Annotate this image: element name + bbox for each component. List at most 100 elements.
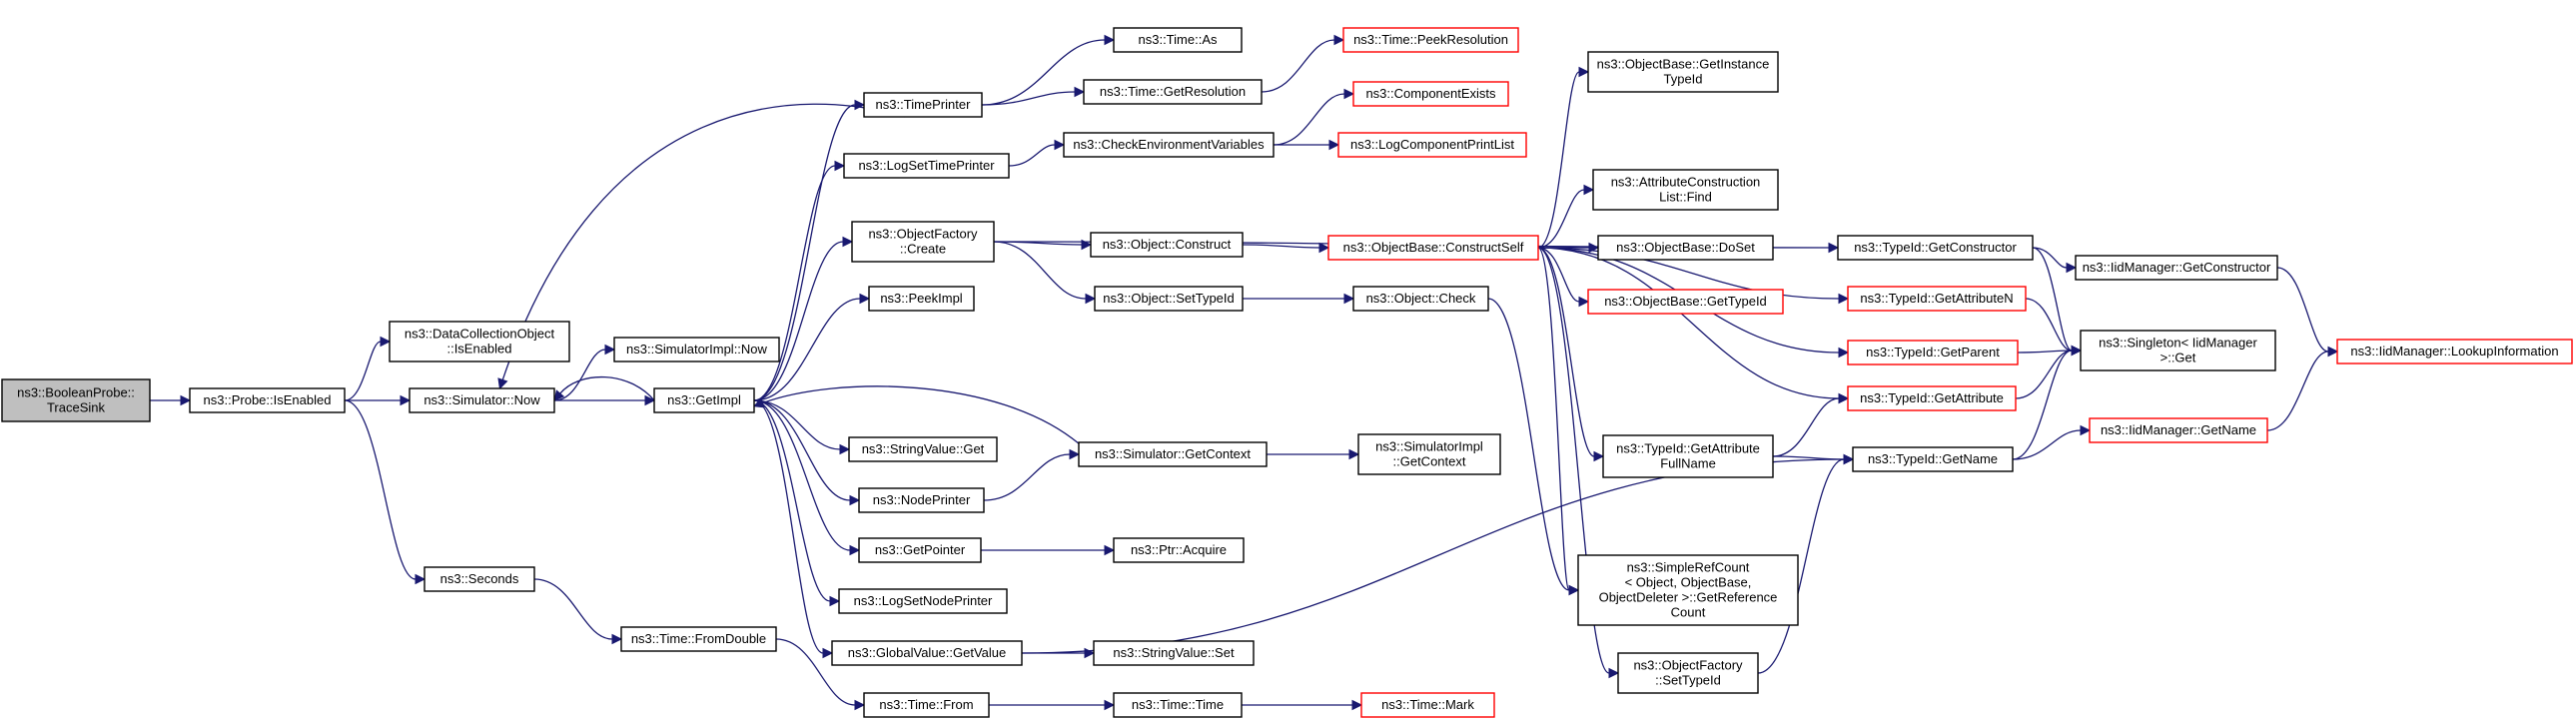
edge-getimpl-to-globalvalue_getvalue — [753, 399, 834, 659]
node-label: ns3::Time::Mark — [1381, 697, 1474, 712]
edge-line — [2012, 350, 2073, 460]
node-getimpl[interactable]: ns3::GetImpl — [653, 387, 755, 413]
node-simimpl_getcontext[interactable]: ns3::SimulatorImpl::GetContext — [1357, 433, 1501, 475]
node-peekimpl[interactable]: ns3::PeekImpl — [868, 286, 975, 312]
edge-seconds-to-time_fromdouble — [533, 578, 623, 645]
arrowhead-icon — [1104, 544, 1116, 556]
node-label: ns3::Time::FromDouble — [631, 631, 766, 646]
node-obj_settypeid[interactable]: ns3::Object::SetTypeId — [1094, 286, 1244, 312]
node-time_time[interactable]: ns3::Time::Time — [1113, 692, 1243, 718]
edge-line — [533, 578, 613, 640]
edge-line — [753, 104, 856, 401]
node-typeid_getattribute[interactable]: ns3::TypeId::GetAttribute — [1847, 385, 2017, 411]
node-time_fromdouble[interactable]: ns3::Time::FromDouble — [620, 626, 777, 652]
node-seconds[interactable]: ns3::Seconds — [424, 566, 535, 592]
node-probe_isenabled[interactable]: ns3::Probe::IsEnabled — [189, 387, 346, 413]
edge-time_from-to-time_time — [989, 699, 1116, 711]
node-simimpl_now[interactable]: ns3::SimulatorImpl::Now — [613, 337, 780, 362]
node-time_from[interactable]: ns3::Time::From — [863, 692, 990, 718]
node-logsettimeprinter[interactable]: ns3::LogSetTimePrinter — [843, 153, 1010, 179]
arrowhead-icon — [854, 699, 866, 711]
node-box — [1093, 640, 1255, 666]
node-label: ns3::TypeId::GetName — [1868, 451, 1998, 466]
node-iidmgr_lookupinfo[interactable]: ns3::IidManager::LookupInformation — [2336, 339, 2573, 364]
node-label: ::IsEnabled — [446, 342, 511, 357]
node-logsetnodeprinter[interactable]: ns3::LogSetNodePrinter — [838, 588, 1008, 614]
node-time_getres[interactable]: ns3::Time::GetResolution — [1083, 79, 1263, 105]
edge-line — [981, 91, 1076, 106]
edge-ob_constructself-to-typeid_getattrfullname — [1537, 247, 1605, 462]
node-getpointer[interactable]: ns3::GetPointer — [858, 537, 982, 563]
arrowhead-icon — [1593, 450, 1605, 462]
node-ob_doset[interactable]: ns3::ObjectBase::DoSet — [1597, 235, 1774, 261]
edge-ob_constructself-to-objfactory_settypeid — [1537, 247, 1620, 679]
node-obj_check[interactable]: ns3::Object::Check — [1352, 286, 1489, 312]
node-box — [189, 387, 346, 413]
arrowhead-icon — [415, 573, 427, 585]
node-sim_getcontext[interactable]: ns3::Simulator::GetContext — [1078, 441, 1268, 467]
node-label: ns3::Time::GetResolution — [1100, 84, 1246, 99]
node-label: ns3::LogComponentPrintList — [1350, 137, 1514, 152]
edge-line — [501, 103, 906, 380]
node-typeid_getparent[interactable]: ns3::TypeId::GetParent — [1847, 340, 2019, 365]
node-singleton_get[interactable]: ns3::Singleton< IidManager >::Get — [2080, 330, 2276, 371]
node-label: ns3::IidManager::LookupInformation — [2350, 344, 2558, 359]
arrowhead-icon — [1843, 453, 1855, 465]
node-box — [1337, 132, 1527, 158]
node-checkenv[interactable]: ns3::CheckEnvironmentVariables — [1063, 132, 1275, 158]
node-objfactory_settypeid[interactable]: ns3::ObjectFactory::SetTypeId — [1617, 652, 1759, 694]
arrowhead-icon — [822, 647, 834, 659]
node-box — [1113, 27, 1243, 53]
node-nodeprinter[interactable]: ns3::NodePrinter — [858, 487, 985, 513]
node-box — [1847, 286, 2027, 312]
node-label: ns3::Simulator::Now — [424, 392, 540, 407]
edge-ob_constructself-to-attrconstr_find — [1537, 184, 1595, 249]
node-dco_isenabled[interactable]: ns3::DataCollectionObject::IsEnabled — [389, 321, 570, 362]
node-ptr_acquire[interactable]: ns3::Ptr::Acquire — [1113, 537, 1245, 563]
edge-typeid_getname-to-singleton_get — [2012, 345, 2083, 460]
node-time_mark[interactable]: ns3::Time::Mark — [1360, 692, 1495, 718]
node-box — [838, 588, 1008, 614]
edge-time_fromdouble-to-time_from — [775, 638, 866, 711]
node-stringvalue_set[interactable]: ns3::StringValue::Set — [1093, 640, 1255, 666]
node-typeid_getname[interactable]: ns3::TypeId::GetName — [1852, 446, 2014, 472]
node-objfactory_create[interactable]: ns3::ObjectFactory::Create — [851, 221, 995, 263]
node-stringvalue_get[interactable]: ns3::StringValue::Get — [848, 436, 998, 462]
edge-objfactory_settypeid-to-typeid_getname — [1757, 453, 1855, 674]
node-label: ns3::Simulator::GetContext — [1095, 446, 1251, 461]
edge-line — [983, 453, 1071, 501]
edge-getimpl-to-objfactory_create — [753, 236, 854, 401]
node-globalvalue_getvalue[interactable]: ns3::GlobalValue::GetValue — [831, 640, 1023, 666]
node-obj_construct[interactable]: ns3::Object::Construct — [1090, 232, 1244, 258]
edge-obj_construct-to-ob_constructself — [1242, 242, 1330, 254]
arrowhead-icon — [1333, 34, 1345, 46]
node-timeprinter[interactable]: ns3::TimePrinter — [863, 92, 983, 118]
node-label: ns3::ObjectBase::ConstructSelf — [1343, 240, 1524, 255]
arrowhead-icon — [2071, 345, 2083, 357]
edge-sim_getcontext-to-getimpl — [752, 385, 1080, 444]
node-ob_constructself[interactable]: ns3::ObjectBase::ConstructSelf — [1327, 235, 1539, 261]
node-time_peekres[interactable]: ns3::Time::PeekResolution — [1342, 27, 1519, 53]
arrowhead-icon — [1343, 293, 1355, 305]
node-iidmgr_getname[interactable]: ns3::IidManager::GetName — [2089, 417, 2268, 443]
edge-typeid_getconstructor-to-iidmgr_getconstructor — [2032, 247, 2078, 274]
node-simplerefcount[interactable]: ns3::SimpleRefCount< Object, ObjectBase,… — [1577, 554, 1799, 626]
edge-line — [2032, 247, 2073, 352]
node-compexists[interactable]: ns3::ComponentExists — [1352, 81, 1509, 107]
arrowhead-icon — [839, 443, 851, 455]
node-ob_gettypeid[interactable]: ns3::ObjectBase::GetTypeId — [1587, 289, 1784, 315]
node-typeid_getattributen[interactable]: ns3::TypeId::GetAttributeN — [1847, 286, 2027, 312]
node-sim_now[interactable]: ns3::Simulator::Now — [409, 387, 555, 413]
edge-getpointer-to-ptr_acquire — [981, 544, 1116, 556]
node-time_as[interactable]: ns3::Time::As — [1113, 27, 1243, 53]
node-label: TraceSink — [47, 400, 106, 415]
node-label: ns3::TypeId::GetAttribute — [1860, 390, 2004, 405]
node-label: ns3::Time::From — [879, 697, 973, 712]
node-typeid_getconstructor[interactable]: ns3::TypeId::GetConstructor — [1837, 235, 2034, 261]
edge-line — [993, 241, 1087, 300]
node-iidmgr_getconstructor[interactable]: ns3::IidManager::GetConstructor — [2075, 255, 2278, 281]
node-logcompprint[interactable]: ns3::LogComponentPrintList — [1337, 132, 1527, 158]
